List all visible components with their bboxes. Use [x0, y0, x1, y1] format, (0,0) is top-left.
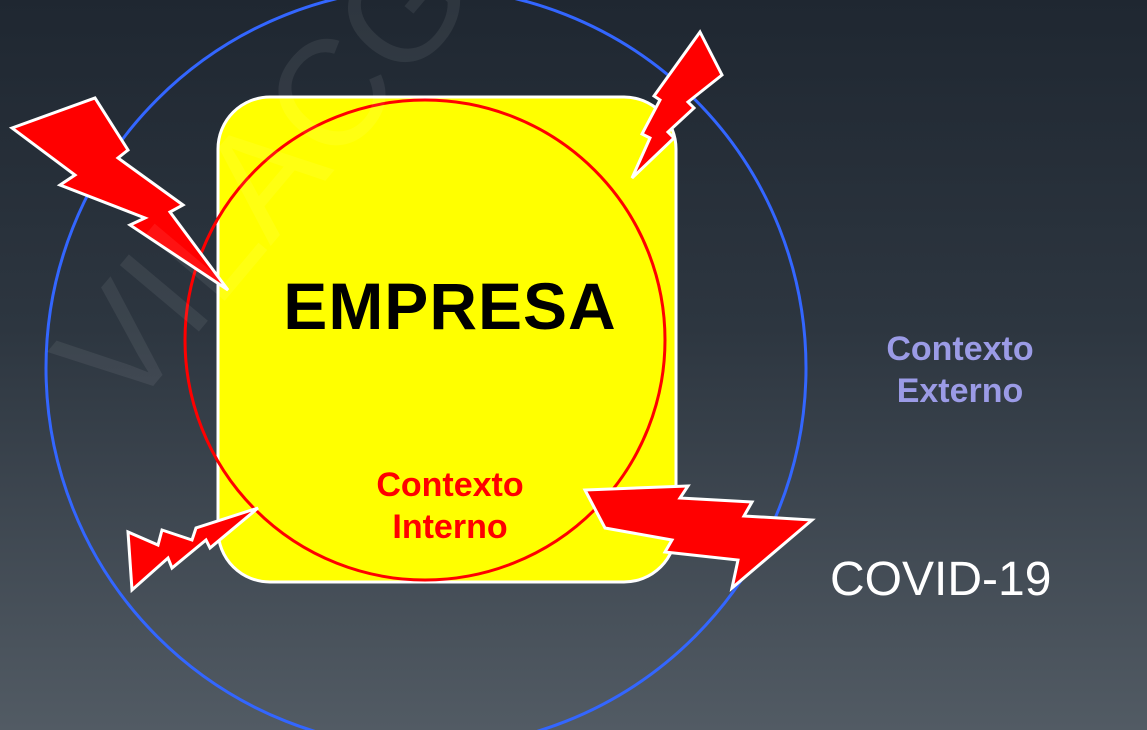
external-context-line1: Contexto: [886, 330, 1034, 368]
external-context-label: Contexto Externo: [860, 328, 1060, 412]
internal-context-line2: Interno: [392, 508, 508, 546]
external-factor-label: COVID-19: [830, 553, 1052, 606]
internal-context-label: Contexto Interno: [330, 464, 570, 548]
company-box: [216, 95, 678, 584]
company-label: EMPRESA: [283, 269, 617, 343]
internal-context-circle: [183, 98, 667, 582]
lightning-bolt-icon: [582, 484, 816, 593]
external-context-line2: Externo: [896, 372, 1024, 410]
lightning-bolt-icon: [126, 506, 259, 594]
internal-context-line1: Contexto: [376, 466, 524, 504]
lightning-bolt-icon: [630, 29, 724, 180]
lightning-bolt-icon: [8, 96, 230, 292]
external-context-circle: [44, 0, 808, 730]
